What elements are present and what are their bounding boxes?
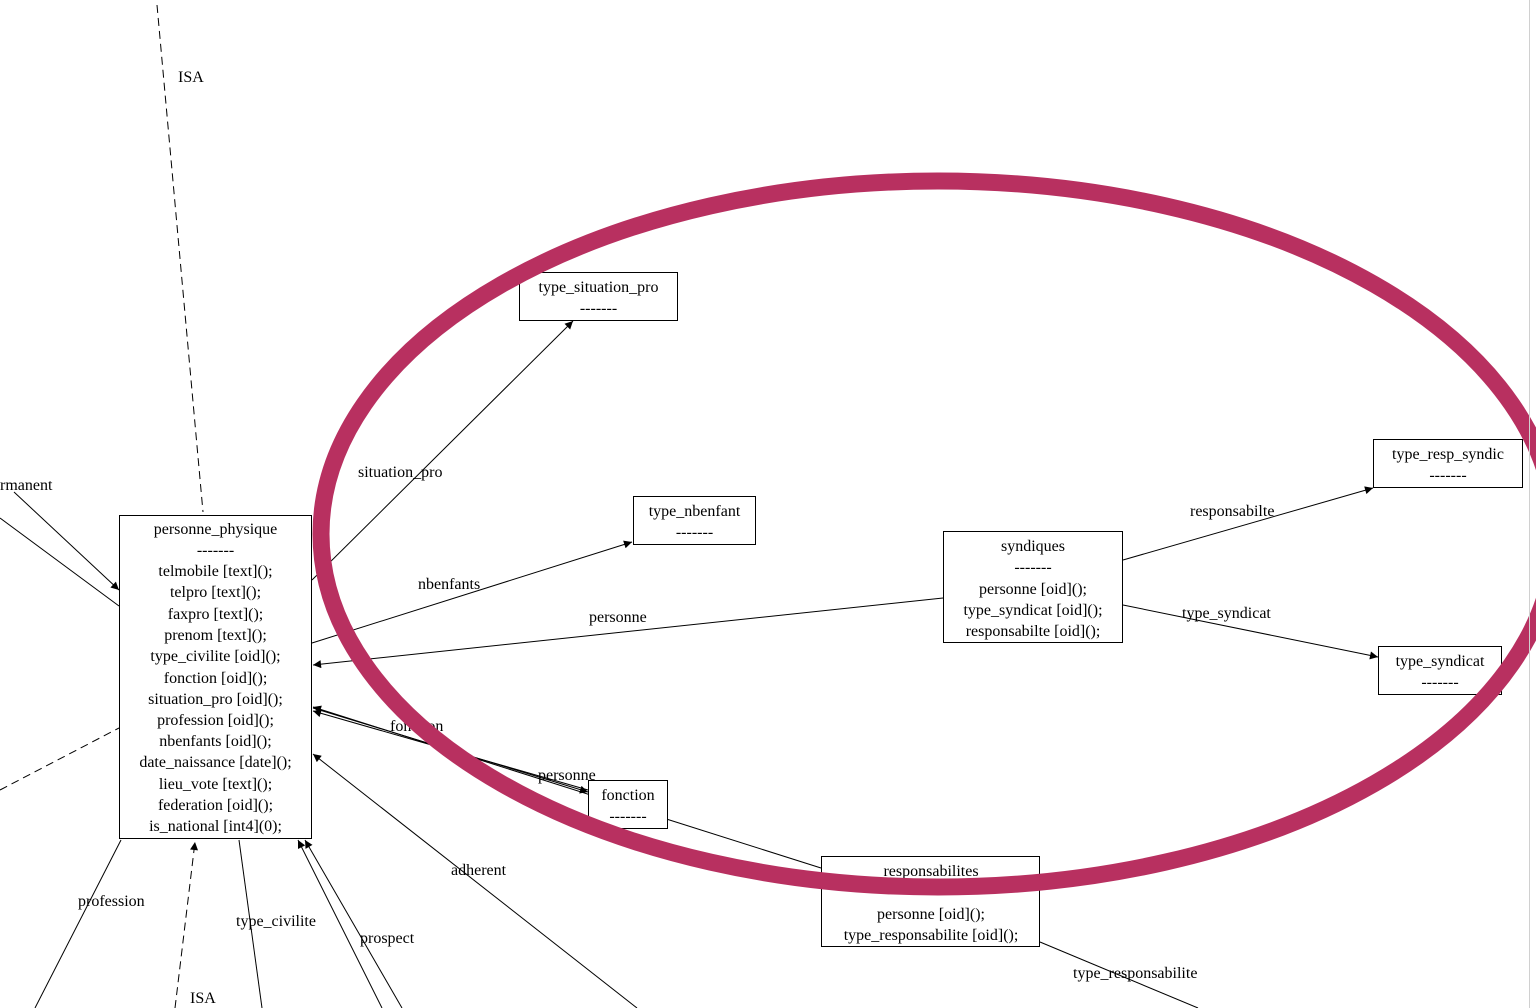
edge-personne-syndiques — [312, 597, 944, 669]
node-title: personne_physique — [154, 521, 278, 538]
field: situation_pro [oid](); — [148, 691, 283, 708]
node-box — [1373, 439, 1523, 488]
edge-situation-pro — [311, 320, 574, 581]
node-title: syndiques — [1001, 538, 1065, 555]
node-title: fonction — [601, 787, 654, 804]
edge-permanent-arrow — [13, 491, 120, 591]
node-box — [588, 780, 668, 829]
label-prospect: prospect — [360, 930, 415, 947]
label-personne-responsabilites: personne — [538, 767, 596, 784]
edge-adherent — [312, 753, 638, 1008]
edge-type-civilite — [238, 839, 263, 1008]
node-separator: ------- — [197, 542, 234, 559]
node-separator: ------- — [1014, 559, 1051, 576]
label-adherent: adherent — [451, 862, 507, 879]
label-situation-pro: situation_pro — [358, 464, 442, 481]
node-separator: ------- — [1429, 467, 1466, 484]
window-edge — [1529, 0, 1530, 1008]
edge-prospect-a — [297, 839, 383, 1008]
field: type_syndicat [oid](); — [963, 602, 1102, 619]
field: nbenfants [oid](); — [159, 733, 271, 750]
edge-personne-responsabilites — [312, 705, 822, 869]
edge-isa-bottom — [174, 841, 199, 1008]
node-personne-physique[interactable]: personne_physique ------- telmobile [tex… — [119, 515, 312, 839]
node-type-resp-syndic[interactable]: type_resp_syndic ------- — [1373, 439, 1523, 488]
node-box — [633, 496, 756, 545]
edge-type-responsabilite — [1039, 941, 1199, 1008]
node-type-nbenfant[interactable]: type_nbenfant ------- — [633, 496, 756, 545]
field: fonction [oid](); — [164, 670, 268, 687]
label-type-civilite: type_civilite — [236, 913, 316, 930]
field: type_civilite [oid](); — [150, 648, 280, 665]
node-type-situation-pro[interactable]: type_situation_pro ------- — [519, 272, 678, 321]
field: profession [oid](); — [157, 712, 274, 729]
node-fonction[interactable]: fonction ------- — [588, 780, 668, 829]
field: telmobile [text](); — [158, 563, 272, 580]
field: personne [oid](); — [979, 581, 1087, 598]
node-title: type_nbenfant — [649, 503, 741, 520]
node-separator: ------- — [609, 808, 646, 825]
label-permanent: rmanent — [0, 477, 53, 494]
field: personne [oid](); — [877, 906, 985, 923]
field: prenom [text](); — [164, 627, 267, 644]
edges — [0, 4, 1379, 1008]
edge-profession — [34, 839, 122, 1008]
edge-nbenfants — [311, 540, 633, 644]
edge-permanent-line — [0, 517, 120, 607]
highlight-ellipse — [312, 172, 1536, 896]
label-profession: profession — [78, 893, 145, 910]
field: lieu_vote [text](); — [159, 776, 272, 793]
field: is_national [int4](0); — [149, 818, 282, 835]
node-title: responsabilites — [883, 863, 978, 880]
label-isa-bottom: ISA — [190, 990, 216, 1007]
field: federation [oid](); — [158, 797, 273, 814]
node-separator: ------- — [1421, 674, 1458, 691]
node-title: type_situation_pro — [539, 279, 659, 296]
field: responsabilte [oid](); — [966, 623, 1101, 640]
node-separator: ------- — [580, 300, 617, 317]
edge-isa-left — [0, 727, 120, 791]
node-syndiques[interactable]: syndiques ------- personne [oid](); type… — [943, 531, 1123, 643]
node-type-syndicat[interactable]: type_syndicat ------- — [1378, 646, 1502, 695]
label-isa-top: ISA — [178, 69, 204, 86]
node-responsabilites[interactable]: responsabilites personne [oid](); type_r… — [821, 856, 1040, 947]
edge-labels: ISA rmanent situation_pro nbenfants pers… — [0, 69, 1274, 1007]
label-responsabilte: responsabilte — [1190, 503, 1274, 520]
field: faxpro [text](); — [168, 606, 264, 623]
node-box — [943, 531, 1123, 643]
edge-type-syndicat — [1122, 604, 1379, 660]
edge-responsabilte — [1122, 486, 1374, 561]
label-nbenfants: nbenfants — [418, 576, 480, 593]
label-type-syndicat: type_syndicat — [1182, 605, 1271, 622]
field: telpro [text](); — [170, 584, 261, 601]
label-type-responsabilite: type_responsabilite — [1073, 965, 1197, 982]
field: date_naissance [date](); — [139, 754, 291, 771]
node-title: type_syndicat — [1396, 653, 1485, 670]
label-personne-syndiques: personne — [589, 609, 647, 626]
node-box — [119, 515, 312, 839]
edge-prospect-b — [304, 839, 403, 1008]
node-separator: ------- — [676, 524, 713, 541]
node-box — [821, 856, 1040, 947]
edge-isa-top — [156, 4, 204, 513]
node-title: type_resp_syndic — [1392, 446, 1504, 463]
field: type_responsabilite [oid](); — [844, 927, 1019, 944]
node-box — [519, 272, 678, 321]
